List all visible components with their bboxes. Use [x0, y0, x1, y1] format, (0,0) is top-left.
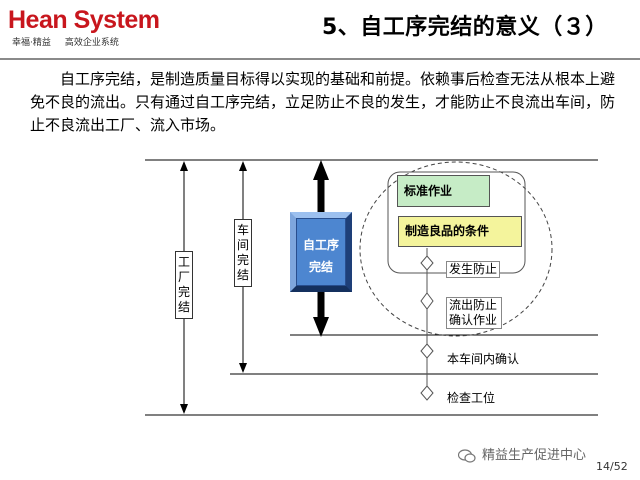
logo-tagline-right: 高效企业系统 [64, 38, 119, 48]
process-arrow-top [313, 160, 329, 180]
self-process-box: 自工序完结 [290, 212, 352, 292]
factory-completion-label: 工厂完结 [175, 251, 193, 319]
process-arrow-bottom [313, 317, 329, 337]
header-divider [0, 58, 640, 60]
watermark: 精益生产促进中心 [458, 444, 586, 463]
checkpoint-diamond-2 [420, 292, 434, 310]
workshop-check-label: 本车间内确认 [447, 352, 520, 366]
page-number: 14/52 [596, 460, 628, 473]
inspection-station-label: 检查工位 [447, 391, 496, 405]
self-process-box-face [296, 218, 346, 286]
factory-dim-arrow-top [180, 161, 188, 171]
standard-work-box: 标准作业 [397, 175, 490, 207]
checkpoint-diamond-4 [420, 385, 434, 401]
self-process-label: 自工序完结 [302, 238, 339, 274]
outflow-prevention-label: 流出防止确认作业 [446, 297, 502, 329]
workshop-dim-arrow-bottom [239, 363, 247, 373]
workshop-completion-label: 车间完结 [234, 219, 252, 287]
logo-tagline-left: 幸福·精益 [12, 38, 51, 48]
dashed-ellipse [359, 161, 553, 337]
logo-tagline: 幸福·精益 高效企业系统 [12, 35, 119, 48]
page-title: 5、自工序完结的意义（３） [322, 15, 608, 40]
wechat-icon [458, 448, 476, 463]
checkpoint-diamond-1 [420, 255, 434, 271]
occurrence-prevention-label: 发生防止 [446, 261, 501, 278]
factory-dim-arrow-bottom [180, 404, 188, 414]
quality-conditions-box: 制造良品的条件 [398, 216, 522, 247]
body-paragraph: 自工序完结，是制造质量目标得以实现的基础和前提。依赖事后检查无法从根本上避免不良… [30, 70, 616, 134]
workshop-dim-arrow-top [239, 161, 247, 171]
checkpoint-diamond-3 [420, 343, 434, 359]
logo: Hean System [8, 6, 160, 34]
watermark-text: 精益生产促进中心 [482, 448, 587, 463]
